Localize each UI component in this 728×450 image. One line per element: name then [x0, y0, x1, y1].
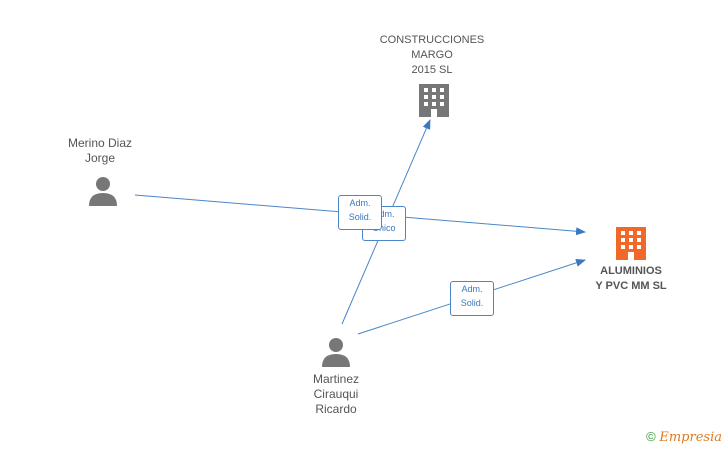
person-icon[interactable] — [89, 177, 117, 206]
building-icon-focus[interactable] — [616, 227, 646, 260]
relation-label-martinez-aluminios[interactable]: Adm. Solid. — [450, 281, 494, 316]
copyright-symbol: © — [646, 429, 656, 444]
relation-label-merino-aluminios[interactable]: Adm. Solid. — [338, 195, 382, 230]
person-icon[interactable] — [322, 338, 350, 367]
node-label-martinez[interactable]: Martinez Cirauqui Ricardo — [312, 372, 359, 416]
node-label-merino[interactable]: Merino Diaz Jorge — [67, 136, 133, 165]
watermark: © Empresia — [646, 429, 722, 445]
node-label-construcciones[interactable]: CONSTRUCCIONES MARGO 2015 SL — [379, 34, 485, 76]
brand-logo: Empresia — [659, 430, 722, 445]
node-label-aluminios[interactable]: ALUMINIOS Y PVC MM SL — [595, 265, 667, 292]
building-icon[interactable] — [419, 84, 449, 117]
